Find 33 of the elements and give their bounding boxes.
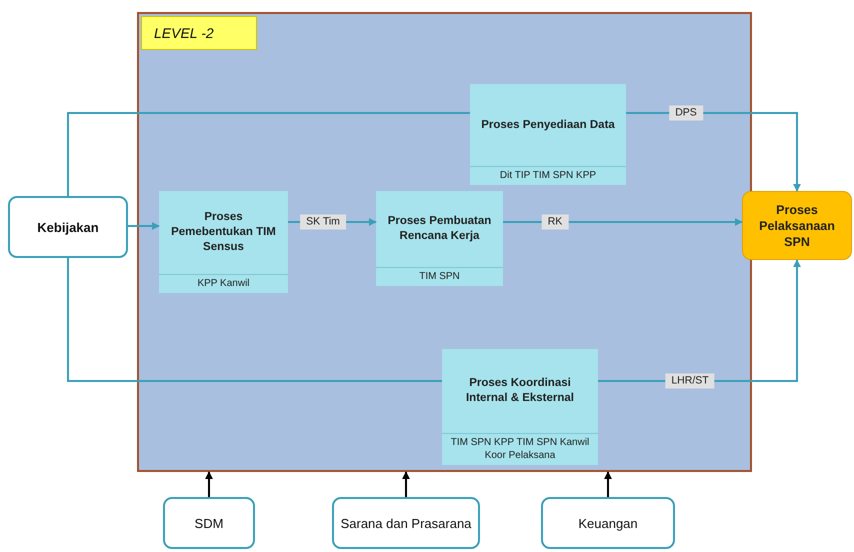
responsible-units: Dit TIP TIM SPN KPP bbox=[470, 166, 626, 185]
process-box bbox=[159, 191, 288, 293]
input-box bbox=[163, 497, 255, 549]
arrow bbox=[402, 471, 410, 497]
process-box bbox=[376, 191, 503, 286]
arrow bbox=[128, 222, 160, 230]
node-label: SDM bbox=[194, 516, 224, 530]
process-title: Proses Pembuatan Rencana Kerja bbox=[386, 214, 492, 244]
input-box bbox=[541, 497, 675, 549]
edge-label: SK Tim bbox=[300, 214, 346, 230]
output-box bbox=[742, 191, 852, 260]
arrow bbox=[205, 471, 213, 497]
edge-label: RK bbox=[542, 214, 568, 230]
responsible-units: TIM SPN KPP TIM SPN Kanwil Koor Pelaksana bbox=[442, 433, 598, 465]
process-title: Proses Koordinasi Internal & Eksternal bbox=[464, 376, 575, 406]
edge-label: DPS bbox=[669, 106, 703, 120]
level-frame bbox=[137, 12, 752, 472]
node-label: Keuangan bbox=[578, 516, 638, 530]
input-box bbox=[8, 196, 128, 258]
arrow bbox=[604, 471, 612, 497]
node-label: Proses Pelaksanaan SPN bbox=[758, 202, 836, 250]
process-title: Proses Pemebentukan TIM Sensus bbox=[170, 210, 277, 255]
arrow bbox=[503, 218, 743, 226]
edge-label: LHR/ST bbox=[665, 374, 715, 388]
node-label: Kebijakan bbox=[37, 220, 99, 234]
process-title: Proses Penyediaan Data bbox=[480, 118, 616, 132]
responsible-units: TIM SPN bbox=[376, 267, 503, 286]
input-box bbox=[332, 497, 480, 549]
process-box bbox=[442, 349, 598, 465]
responsible-units: KPP Kanwil bbox=[159, 274, 288, 293]
level-title: LEVEL -2 bbox=[141, 16, 257, 50]
node-label: Sarana dan Prasarana bbox=[340, 516, 472, 530]
process-box bbox=[470, 84, 626, 185]
